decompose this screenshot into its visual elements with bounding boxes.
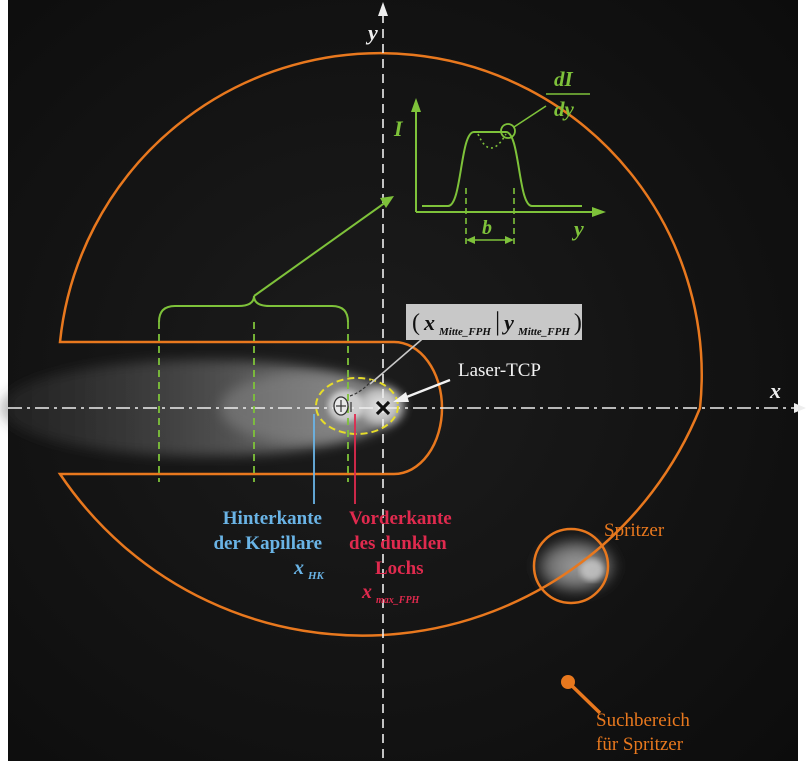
rear-edge-symbol-sub: HK (307, 570, 325, 582)
capillary-outline (315, 377, 399, 435)
profile-dip (477, 133, 507, 149)
front-edge-symbol-sub: max_FPH (376, 595, 421, 606)
spatter-circle (532, 527, 610, 605)
laser-tcp-arrow-head (393, 392, 409, 402)
derivative-denominator: dy (554, 97, 575, 121)
profile-width-label: b (482, 217, 492, 239)
front-edge-line3: Lochs (375, 558, 424, 579)
profile-pointer-line (253, 201, 387, 297)
center-point-leader (369, 333, 429, 385)
derivative-numerator: dI (554, 67, 574, 91)
profile-y-label: y (571, 216, 584, 241)
search-area-marker (561, 675, 575, 689)
search-area-label-line2: für Spritzer (596, 734, 684, 755)
profile-pointer-arrow (380, 196, 394, 208)
center-y-symbol: y (501, 310, 514, 335)
center-separator: | (495, 307, 500, 336)
y-axis-arrow (378, 2, 388, 16)
rear-edge-line1: Hinterkante (223, 508, 322, 529)
center-point-label-box (406, 304, 582, 340)
profile-curve (422, 131, 582, 207)
laser-tcp-marker (375, 400, 391, 416)
rear-edge-symbol-main: x (293, 557, 304, 579)
center-close-paren: ) (574, 310, 582, 336)
search-area-boundary (57, 52, 703, 637)
x-axis-arrow (794, 403, 806, 413)
search-area-label-line1: Suchbereich (596, 710, 690, 731)
x-axis-label: x (769, 378, 781, 403)
rear-edge-line2: der Kapillare (213, 533, 322, 554)
width-arrow-left (466, 236, 475, 244)
laser-tcp-label: Laser-TCP (458, 360, 541, 381)
front-edge-line1: Vorderkante (349, 508, 452, 529)
front-edge-symbol-main: x (361, 581, 372, 603)
profile-y-arrow (592, 207, 606, 217)
center-x-symbol: x (423, 310, 435, 335)
intensity-profile (411, 93, 606, 248)
laser-tcp-arrow-line (403, 378, 451, 400)
y-axis-label: y (365, 20, 378, 45)
derivative-leader (513, 105, 547, 128)
center-open-paren: ( (412, 310, 420, 336)
front-edge-symbol: x max_FPH (361, 581, 421, 606)
profile-intensity-label: I (393, 116, 404, 141)
search-area-leader (566, 680, 602, 715)
spatter-label: Spritzer (604, 520, 665, 541)
profile-i-arrow (411, 98, 421, 112)
dark-hole-sketch (333, 379, 373, 416)
width-arrow-right (505, 236, 514, 244)
profile-edge-circle (500, 123, 516, 139)
center-x-subscript: Mitte_FPH (438, 326, 491, 338)
center-y-subscript: Mitte_FPH (517, 326, 570, 338)
front-edge-line2: des dunklen (349, 533, 447, 554)
spatter-core (580, 559, 604, 581)
rear-edge-symbol: x HK (293, 557, 325, 582)
center-point-label: ( x Mitte_FPH | y Mitte_FPH ) (412, 307, 582, 339)
section-lines (158, 322, 349, 482)
